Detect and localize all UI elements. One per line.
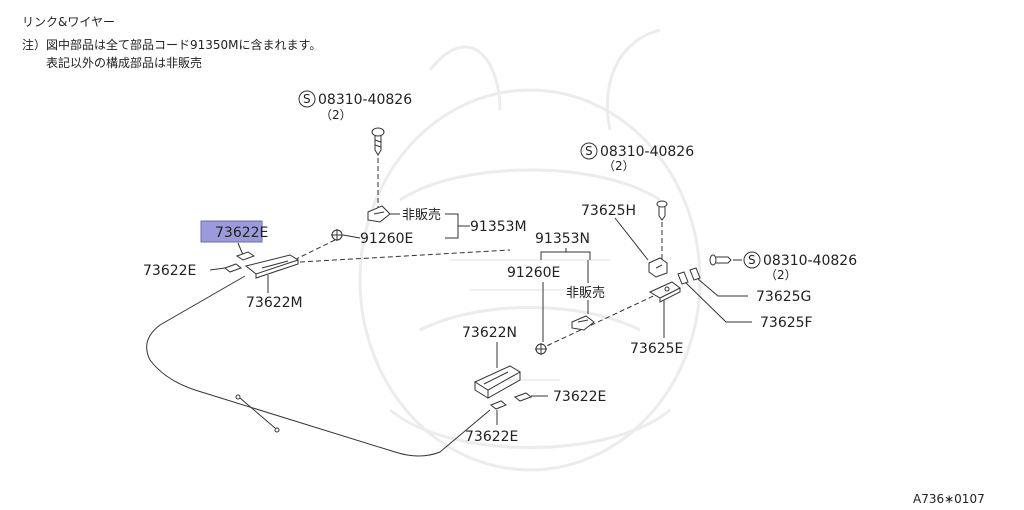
label-73622e-bottom-right: 73622E (553, 389, 606, 405)
label-73625e: 73625E (630, 341, 683, 357)
screw-right-1-icon (656, 200, 668, 221)
label-screw-top-number: 08310-40826 (318, 92, 412, 108)
label-73622m: 73622M (246, 295, 303, 311)
clip-91353n-icon (571, 315, 595, 331)
label-screw-right-2-number: 08310-40826 (763, 253, 857, 269)
screw-right-2-icon (709, 254, 732, 266)
label-91353n: 91353N (535, 231, 590, 247)
bushing-91260e-left-icon (331, 229, 343, 241)
screw-callout-top: S 08310-40826 （2） (298, 90, 412, 122)
label-highlight-box (200, 220, 263, 243)
screw-symbol-right-1: S (585, 144, 593, 158)
label-91260e-left: 91260E (360, 231, 413, 247)
parts-note-line-2: 表記以外の構成部品は非販売 (46, 56, 203, 70)
figure-code: A736∗0107 (913, 492, 985, 506)
wire-inner-cable (239, 397, 276, 429)
bushing-91260e-right-icon (535, 343, 547, 355)
wire-cable (146, 275, 491, 457)
label-73625g: 73625G (756, 289, 811, 305)
clip-91353m-icon (367, 205, 391, 223)
label-73622e-bottom: 73622E (465, 429, 518, 445)
diagram-title: リンク&ワイヤー (22, 15, 115, 29)
label-91260e-right: 91260E (507, 265, 560, 281)
bracket-73622n-icon (473, 365, 521, 399)
bracket-73625e-icon (648, 281, 681, 303)
label-not-for-sale-right: 非販売 (566, 285, 605, 301)
screw-callout-right-1: S 08310-40826 （2） (580, 142, 694, 173)
screw-callout-right-2: S 08310-40826 （2） (743, 251, 857, 282)
label-73625h: 73625H (581, 203, 636, 219)
label-73622e-left: 73622E (143, 263, 196, 279)
shim-73625f-icon (677, 271, 689, 285)
label-screw-top-qty: （2） (320, 108, 352, 122)
label-91353m: 91353M (470, 219, 527, 235)
label-73622e-highlight: 73622E (215, 225, 268, 241)
label-screw-right-1-number: 08310-40826 (600, 144, 694, 160)
label-not-for-sale-left: 非販売 (402, 207, 441, 223)
screw-symbol-top: S (303, 92, 311, 106)
label-73622n: 73622N (462, 325, 517, 341)
screw-symbol-right-2: S (748, 253, 756, 267)
clip-73622e-small-icon (223, 263, 243, 273)
clip-73622e-left-icon (235, 251, 256, 261)
clip-73622e-bottom-icon (490, 400, 507, 410)
shim-73625g-icon (689, 267, 701, 281)
watermark-emblem (358, 28, 702, 472)
bracket-73625h-icon (648, 257, 668, 278)
label-screw-right-2-qty: （2） (765, 268, 797, 282)
label-screw-right-1-qty: （2） (603, 159, 635, 173)
parts-note-line-1: 注）図中部品は全て部品コード91350Mに含まれます。 (22, 38, 322, 52)
label-73625f: 73625F (760, 315, 813, 331)
screw-top-icon (371, 127, 385, 156)
bracket-73622m-icon (244, 254, 300, 279)
clip-73622e-bottom-right-icon (513, 392, 533, 402)
